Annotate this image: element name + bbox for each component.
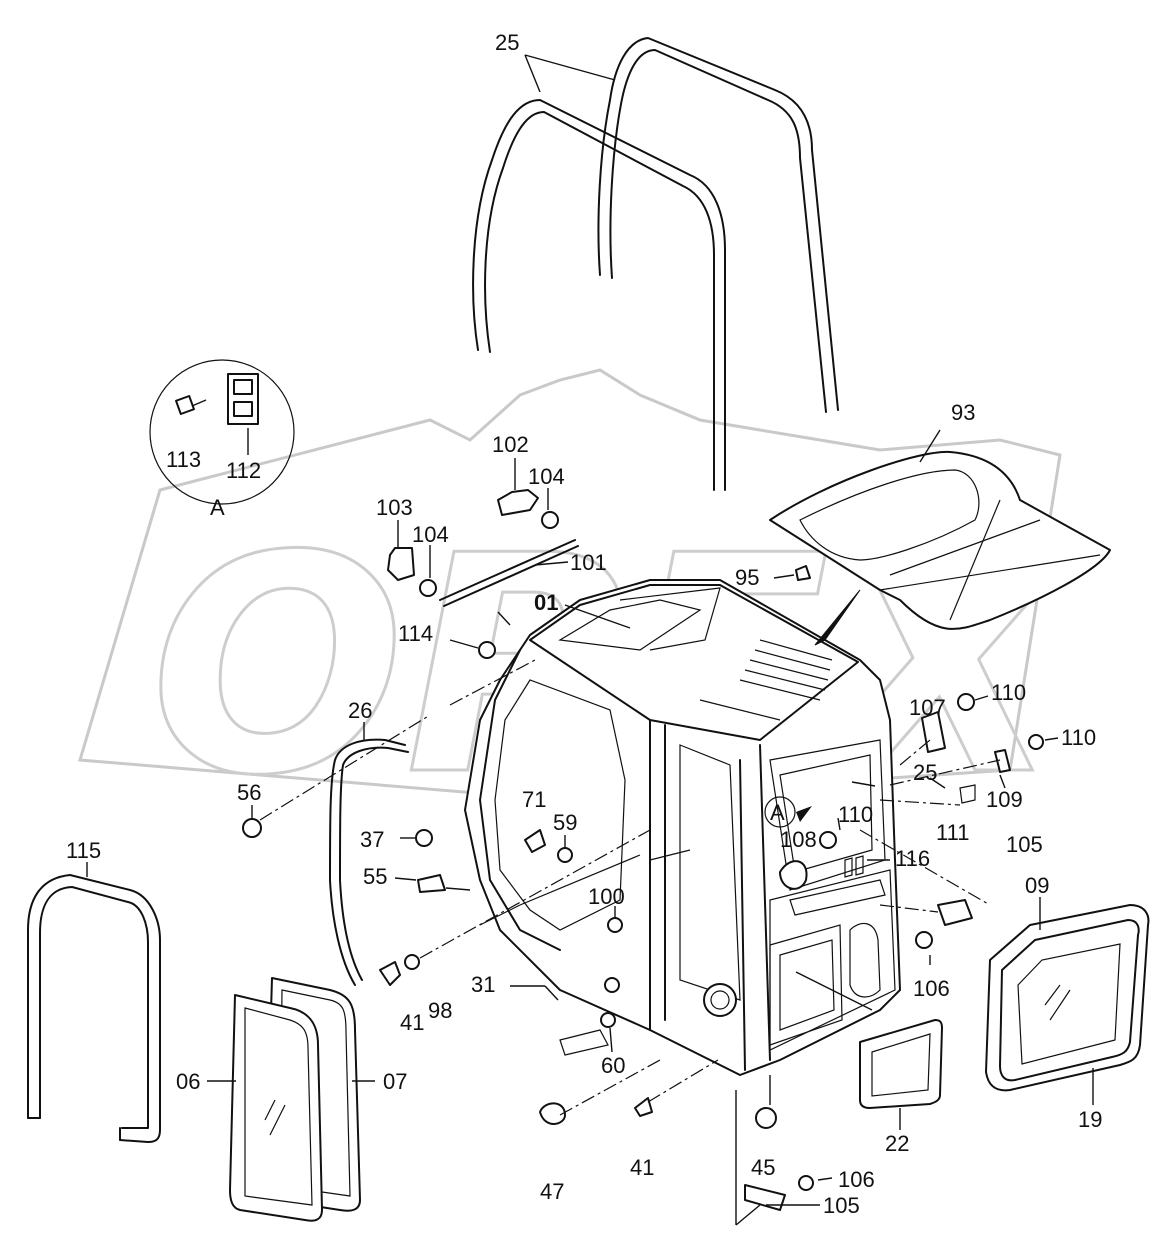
label-102: 102 — [492, 432, 529, 457]
fasteners — [242, 639, 1059, 1211]
label-37: 37 — [360, 827, 384, 852]
label-25-top: 25 — [495, 30, 519, 55]
label-105-b: 105 — [823, 1193, 860, 1218]
label-110-a: 110 — [991, 680, 1026, 705]
label-105-a: 105 — [1006, 832, 1043, 857]
part-26-cable — [329, 722, 409, 986]
label-26: 26 — [348, 698, 372, 723]
label-a-marker: A — [770, 800, 785, 825]
label-19: 19 — [1078, 1107, 1102, 1132]
label-103: 103 — [376, 495, 413, 520]
part-06-07-glass — [207, 977, 375, 1222]
label-116: 116 — [895, 846, 930, 871]
part-115-seal — [27, 862, 161, 1143]
label-09: 09 — [1025, 873, 1049, 898]
label-59: 59 — [553, 810, 577, 835]
label-22: 22 — [885, 1131, 909, 1156]
label-56: 56 — [237, 780, 261, 805]
detail-view-a: 113 112 A — [149, 359, 295, 520]
label-108: 108 — [780, 827, 817, 852]
part-22-seal — [859, 1019, 943, 1130]
label-41-b: 41 — [630, 1155, 654, 1180]
part-25-seals — [472, 37, 839, 491]
label-93: 93 — [951, 400, 975, 425]
label-104-a: 104 — [528, 464, 565, 489]
label-109: 109 — [986, 787, 1023, 812]
label-60: 60 — [601, 1053, 625, 1078]
section-marker-a: A — [764, 796, 812, 828]
parts-bracket-group — [387, 458, 811, 607]
leader-lines — [259, 604, 1001, 1226]
label-106-b: 106 — [838, 1167, 875, 1192]
detail-a-label-113: 113 — [166, 447, 201, 472]
label-114: 114 — [398, 621, 433, 646]
label-25-mid: 25 — [913, 760, 937, 785]
label-104-b: 104 — [412, 522, 449, 547]
label-110-c: 110 — [838, 802, 873, 827]
label-01: 01 — [534, 590, 558, 615]
label-06: 06 — [176, 1069, 200, 1094]
part-93-roof — [769, 429, 1111, 630]
part-01-cab — [464, 579, 976, 1076]
label-98: 98 — [428, 998, 452, 1023]
label-95: 95 — [735, 565, 759, 590]
label-101: 101 — [570, 550, 607, 575]
label-115: 115 — [66, 838, 101, 863]
label-47: 47 — [540, 1179, 564, 1204]
label-107: 107 — [909, 695, 946, 720]
label-55: 55 — [363, 864, 387, 889]
label-110-b: 110 — [1061, 725, 1096, 750]
label-07: 07 — [383, 1069, 407, 1094]
label-45: 45 — [751, 1155, 775, 1180]
label-100: 100 — [588, 884, 625, 909]
part-09-19-glass — [985, 897, 1150, 1105]
label-71: 71 — [522, 787, 546, 812]
label-111: 111 — [936, 820, 969, 845]
label-41-a: 41 — [400, 1010, 424, 1035]
detail-a-letter: A — [210, 495, 225, 520]
label-31: 31 — [471, 972, 495, 997]
label-106-a: 106 — [913, 976, 950, 1001]
callout-labels: 25 93 102 104 103 104 101 95 01 114 26 5… — [66, 30, 1102, 1218]
detail-a-label-112: 112 — [226, 458, 261, 483]
